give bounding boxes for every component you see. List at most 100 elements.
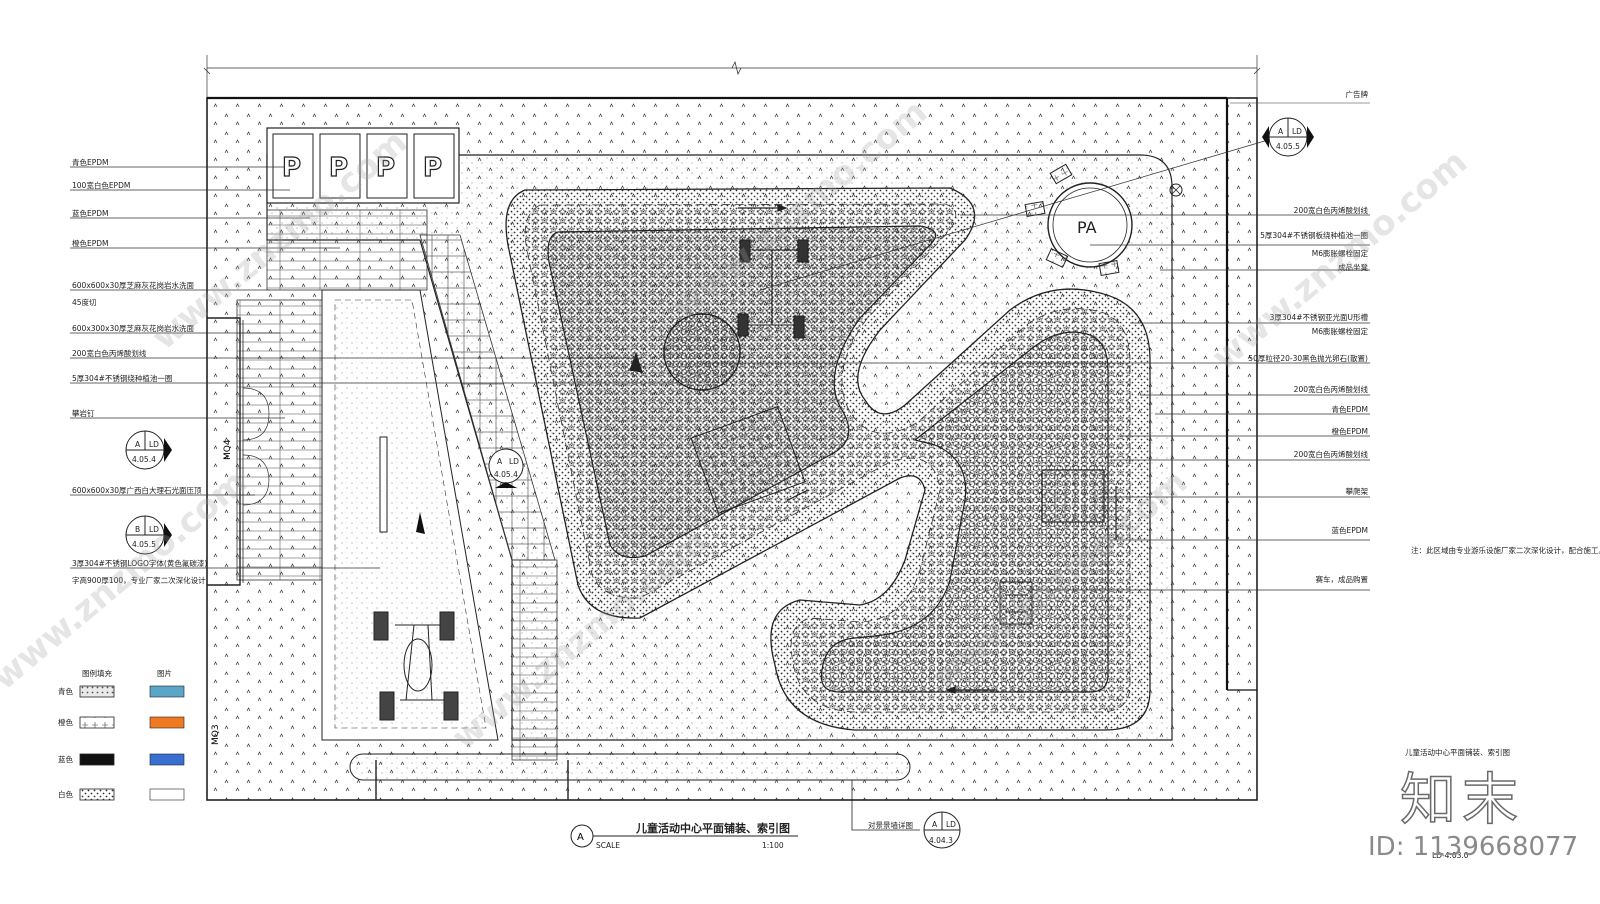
- side-note: 注：此区域由专业游乐设施厂家二次深化设计，配合施工。: [1411, 545, 1600, 555]
- race-car-top: [737, 239, 809, 339]
- index-5-code: LD: [946, 820, 956, 829]
- callout-right-8: 200宽白色丙烯酸划线: [1294, 384, 1369, 394]
- callout-right-14: 赛车，成品购置: [1316, 574, 1369, 584]
- pa-seating-circle: PA: [1024, 163, 1183, 277]
- legend-item-blue: 蓝色: [58, 753, 185, 766]
- pebble-circle: [663, 313, 741, 391]
- pa-label: PA: [1077, 218, 1097, 237]
- drawing-title-block: A 儿童活动中心平面铺装、索引图 SCALE 1:100: [570, 821, 798, 850]
- index-4-code: LD: [509, 457, 519, 466]
- billboard-label: 广告牌: [1346, 89, 1369, 99]
- index-2-sheet: 4.05.4: [132, 455, 156, 464]
- zhimo-logo: 知末: [1399, 767, 1524, 834]
- inner-field-bottom: [820, 331, 1109, 693]
- left-leader-lines: [70, 166, 680, 569]
- callout-left-11: 600x600x30厚广西白大理石光面压顶: [72, 485, 202, 495]
- callout-right-5: 3厚304#不锈钢亚光面U形槽: [1270, 312, 1369, 322]
- callout-left-8: 200宽白色丙烯酸划线: [72, 348, 147, 358]
- index-5-sheet: 4.04.3: [929, 836, 953, 845]
- callout-left-2: 100宽白色EPDM: [72, 180, 130, 190]
- index-1-code: LD: [1292, 127, 1302, 136]
- callout-right-12: 攀爬架: [1346, 486, 1369, 496]
- drawing-title: 儿童活动中心平面铺装、索引图: [635, 821, 790, 835]
- index-4-sheet: 4.05.4: [494, 470, 518, 479]
- climbing-frame-top: [690, 406, 806, 514]
- door-label-mq3: MQ3: [211, 724, 221, 745]
- right-callouts: 200宽白色丙烯酸划线 5厚304#不锈钢板绕种植池一圈 M6膨胀螺栓固定 成品…: [1248, 89, 1368, 584]
- callout-left-10: 攀岩钉: [72, 408, 95, 418]
- index-2-code: LD: [149, 440, 159, 449]
- callout-right-13: 蓝色EPDM: [1331, 525, 1368, 535]
- side-notes: 注：此区域由专业游乐设施厂家二次深化设计，配合施工。 儿童活动中心平面铺装、索引…: [1405, 545, 1600, 860]
- legend-swatch-cyan: [149, 685, 185, 698]
- feature-wall: 对景景墙详图: [349, 753, 920, 831]
- callout-left-3: 蓝色EPDM: [72, 208, 109, 218]
- callout-right-9: 青色EPDM: [1331, 404, 1368, 414]
- feature-wall-label: 对景景墙详图: [868, 820, 913, 830]
- track-arrows: [629, 204, 1117, 694]
- legend: 图例填充 图片 青色 橙色 蓝色 白色: [58, 668, 185, 801]
- inner-field-top: [547, 225, 937, 559]
- index-1-letter: A: [1278, 127, 1284, 136]
- legend-header-fill: 图例填充: [82, 668, 112, 678]
- callout-right-7: 50厚粒径20-30黑色抛光卵石(散置): [1248, 353, 1368, 363]
- legend-swatch-orange: [149, 716, 185, 729]
- scale-value: 1:100: [762, 841, 784, 850]
- callout-right-3: M6膨胀螺栓固定: [1312, 248, 1369, 258]
- index-symbol-3: B LD 4.05.5: [125, 515, 172, 555]
- parking-sign-1: P: [282, 153, 301, 183]
- sheet-ref: LD-4.03.0: [1432, 851, 1469, 860]
- callout-left-7: 600x300x30厚芝麻灰花岗岩水洗面: [72, 323, 195, 333]
- building-edge: MQ4 MQ3: [207, 317, 270, 745]
- parking-sign-4: P: [423, 153, 442, 183]
- left-callouts: 青色EPDM 100宽白色EPDM 蓝色EPDM 橙色EPDM 600x600x…: [72, 157, 207, 585]
- climbing-frame-bottom: [1041, 469, 1105, 523]
- callout-right-4: 成品坐凳: [1338, 262, 1368, 272]
- callout-left-12: 3厚304#不锈钢LOGO字体(黄色氟碳漆): [72, 558, 207, 568]
- index-5-letter: A: [932, 820, 938, 829]
- legend-item-orange: 橙色: [58, 716, 185, 729]
- legend-swatch-blue: [149, 753, 185, 766]
- callout-right-6: M6膨胀螺栓固定: [1312, 326, 1369, 336]
- callout-right-11: 200宽白色丙烯酸划线: [1294, 449, 1369, 459]
- parking-bays: P P P P: [266, 127, 460, 204]
- side-title: 儿童活动中心平面铺装、索引图: [1405, 747, 1510, 757]
- scale-label: SCALE: [596, 841, 620, 850]
- right-leader-lines: [700, 139, 1370, 591]
- legend-label-white: 白色: [58, 789, 73, 799]
- index-3-code: LD: [149, 525, 159, 534]
- section-mark: A: [577, 832, 584, 843]
- image-id-label: ID: 1139668077: [1368, 832, 1579, 862]
- legend-item-white: 白色: [58, 788, 185, 801]
- callout-left-4: 橙色EPDM: [72, 238, 109, 248]
- legend-header-image: 图片: [157, 668, 172, 678]
- index-4-letter: A: [497, 457, 503, 466]
- index-symbol-5: A LD 4.04.3: [923, 811, 961, 849]
- index-3-letter: B: [135, 525, 140, 534]
- callout-right-10: 橙色EPDM: [1331, 426, 1368, 436]
- index-symbol-2: A LD 4.05.4: [125, 430, 172, 470]
- index-1-sheet: 4.05.5: [1276, 142, 1300, 151]
- door-label-mq4: MQ4: [223, 439, 233, 460]
- callout-right-2: 5厚304#不锈钢板绕种植池一圈: [1260, 230, 1368, 240]
- legend-item-cyan: 青色: [58, 685, 185, 698]
- index-symbol-4: A LD 4.05.4: [488, 448, 524, 488]
- granite-paving: [236, 209, 558, 761]
- callout-left-5: 600x600x30厚芝麻灰花岗岩水洗面: [72, 280, 195, 290]
- callout-left-6: 45度切: [72, 297, 97, 307]
- parking-sign-2: P: [329, 153, 348, 183]
- callout-left-1: 青色EPDM: [72, 157, 109, 167]
- race-car-small: [999, 581, 1033, 625]
- legend-label-cyan: 青色: [58, 686, 73, 696]
- callout-left-13: 字高900厚100，专业厂家二次深化设计: [72, 575, 206, 585]
- index-2-letter: A: [135, 440, 141, 449]
- index-symbol-1: A LD 4.05.5: [1262, 117, 1314, 157]
- legend-label-blue: 蓝色: [58, 754, 73, 764]
- parking-sign-3: P: [376, 153, 395, 183]
- index-3-sheet: 4.05.5: [132, 540, 156, 549]
- race-car-left: [373, 611, 459, 721]
- callout-right-1: 200宽白色丙烯酸划线: [1294, 205, 1369, 215]
- legend-swatch-white: [149, 788, 185, 801]
- callout-left-9: 5厚304#不锈钢绕种植池一圈: [72, 373, 172, 383]
